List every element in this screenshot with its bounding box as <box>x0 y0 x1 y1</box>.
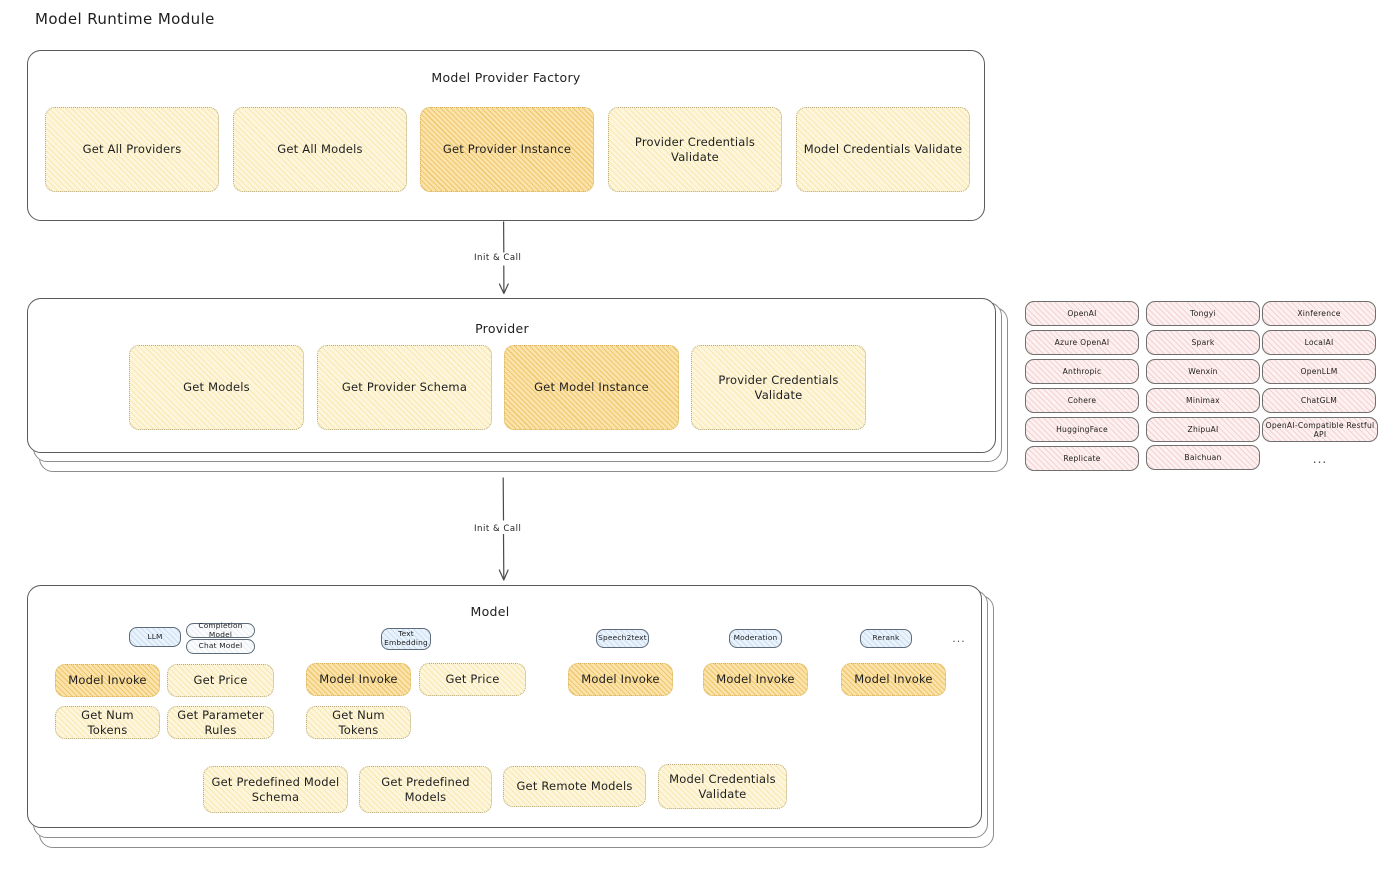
provider-title: Provider <box>475 321 529 336</box>
model-group-badge-rerank[interactable]: Rerank <box>860 629 912 648</box>
factory-node-model-credentials-validate[interactable]: Model Credentials Validate <box>796 107 970 192</box>
model-text-embedding-node-model-invoke[interactable]: Model Invoke <box>306 663 411 696</box>
model-group-subbadge-completion-model[interactable]: Completion Model <box>186 621 255 638</box>
model-group-badge-llm[interactable]: LLM <box>129 627 181 647</box>
provider-node-provider-credentials-validate[interactable]: Provider Credentials Validate <box>691 345 866 430</box>
provider-node-get-models[interactable]: Get Models <box>129 345 304 430</box>
provider-chip-localai[interactable]: LocalAI <box>1262 330 1376 355</box>
provider-chip-openai-compatible-restful-api[interactable]: OpenAI-Compatible Restful API <box>1262 417 1378 442</box>
model-speech2text-node-model-invoke[interactable]: Model Invoke <box>568 663 673 696</box>
provider-node-get-provider-schema[interactable]: Get Provider Schema <box>317 345 492 430</box>
provider-chip-spark[interactable]: Spark <box>1146 330 1260 355</box>
model-moderation-node-model-invoke[interactable]: Model Invoke <box>703 663 808 696</box>
provider-chip-cohere[interactable]: Cohere <box>1025 388 1139 413</box>
model-common-node-get-predefined-model-schema[interactable]: Get Predefined Model Schema <box>203 766 348 813</box>
model-group-badge-speech2text[interactable]: Speech2text <box>596 629 649 648</box>
factory-node-get-all-providers[interactable]: Get All Providers <box>45 107 219 192</box>
model-provider-factory-title: Model Provider Factory <box>431 70 581 85</box>
provider-chip-anthropic[interactable]: Anthropic <box>1025 359 1139 384</box>
provider-chip-zhipuai[interactable]: ZhipuAI <box>1146 417 1260 442</box>
model-common-node-get-remote-models[interactable]: Get Remote Models <box>503 766 646 807</box>
model-common-node-model-credentials-validate[interactable]: Model Credentials Validate <box>658 764 787 809</box>
provider-chip-wenxin[interactable]: Wenxin <box>1146 359 1260 384</box>
page-title: Model Runtime Module <box>35 10 215 28</box>
provider-chip-huggingface[interactable]: HuggingFace <box>1025 417 1139 442</box>
model-common-node-get-predefined-models[interactable]: Get Predefined Models <box>359 766 492 813</box>
provider-node-get-model-instance[interactable]: Get Model Instance <box>504 345 679 430</box>
model-group-subbadge-chat-model[interactable]: Chat Model <box>186 639 255 654</box>
arrow-label-init-and-call-2: Init & Call <box>471 524 525 534</box>
model-llm-node-get-parameter-rules[interactable]: Get Parameter Rules <box>167 706 274 739</box>
model-llm-node-model-invoke[interactable]: Model Invoke <box>55 664 160 697</box>
model-groups-more-ellipsis: ... <box>952 631 966 645</box>
model-text-embedding-node-get-num-tokens[interactable]: Get Num Tokens <box>306 706 411 739</box>
factory-node-provider-credentials-validate[interactable]: Provider Credentials Validate <box>608 107 782 192</box>
provider-list-more-ellipsis: ... <box>1312 452 1328 466</box>
provider-chip-xinference[interactable]: Xinference <box>1262 301 1376 326</box>
factory-node-get-provider-instance[interactable]: Get Provider Instance <box>420 107 594 192</box>
model-group-badge-text-embedding[interactable]: Text Embedding <box>381 628 431 650</box>
provider-chip-azure-openai[interactable]: Azure OpenAI <box>1025 330 1139 355</box>
arrow-provider-to-model <box>498 477 509 581</box>
model-group-badge-moderation[interactable]: Moderation <box>729 629 782 648</box>
model-text-embedding-node-get-price[interactable]: Get Price <box>419 663 526 696</box>
provider-chip-replicate[interactable]: Replicate <box>1025 446 1139 471</box>
provider-chip-chatglm[interactable]: ChatGLM <box>1262 388 1376 413</box>
provider-chip-openai[interactable]: OpenAI <box>1025 301 1139 326</box>
arrow-label-init-and-call-1: Init & Call <box>471 253 525 263</box>
factory-node-get-all-models[interactable]: Get All Models <box>233 107 407 192</box>
provider-chip-tongyi[interactable]: Tongyi <box>1146 301 1260 326</box>
model-title: Model <box>470 604 510 619</box>
arrow-factory-to-provider <box>498 221 509 295</box>
provider-chip-baichuan[interactable]: Baichuan <box>1146 445 1260 470</box>
model-rerank-node-model-invoke[interactable]: Model Invoke <box>841 663 946 696</box>
provider-chip-openllm[interactable]: OpenLLM <box>1262 359 1376 384</box>
model-llm-node-get-num-tokens[interactable]: Get Num Tokens <box>55 706 160 739</box>
model-llm-node-get-price[interactable]: Get Price <box>167 664 274 697</box>
provider-chip-minimax[interactable]: Minimax <box>1146 388 1260 413</box>
